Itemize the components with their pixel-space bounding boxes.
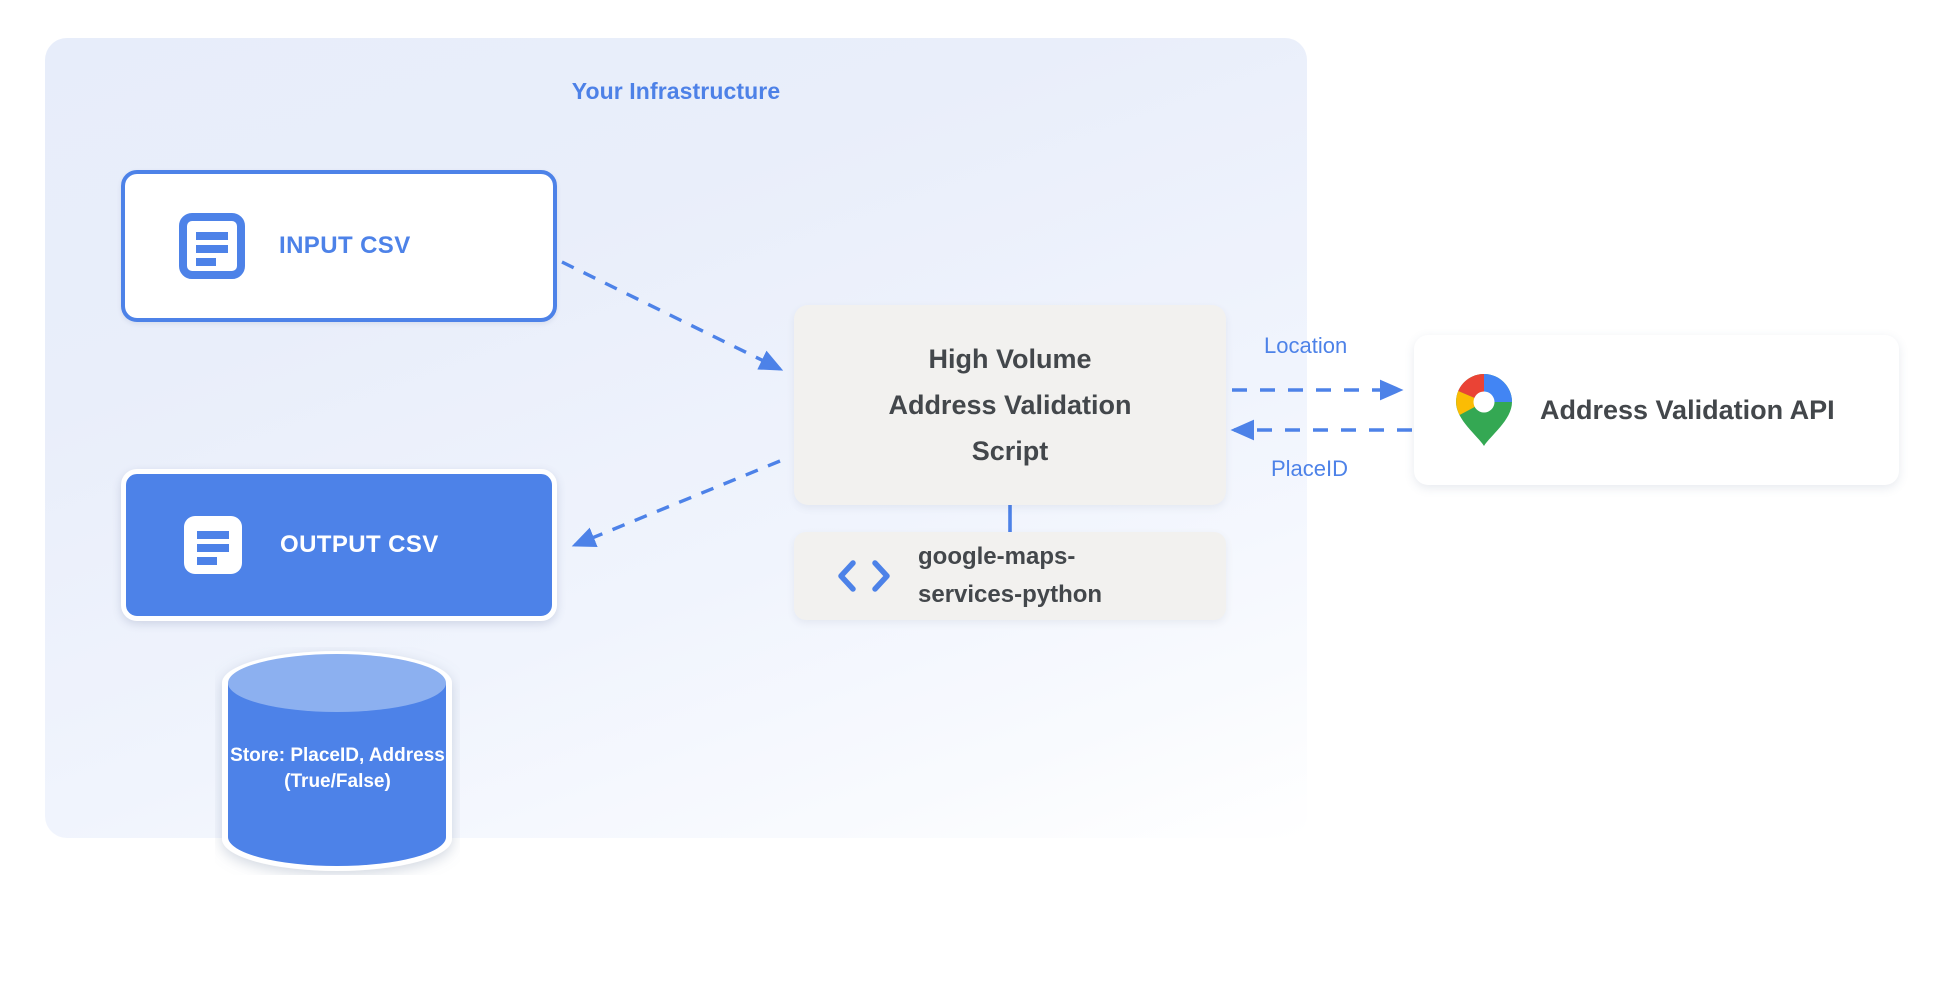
code-brackets-icon	[838, 560, 890, 592]
node-address-validation-api[interactable]: Address Validation API	[1414, 335, 1899, 485]
node-script[interactable]: High Volume Address Validation Script	[794, 305, 1226, 505]
output-csv-label: OUTPUT CSV	[280, 531, 439, 558]
node-datastore[interactable]: Store: PlaceID, Address (True/False)	[215, 647, 460, 875]
node-library[interactable]: google-maps- services-python	[794, 532, 1226, 620]
script-label: High Volume Address Validation Script	[888, 344, 1132, 466]
node-input-csv[interactable]: INPUT CSV	[121, 170, 557, 322]
google-maps-pin-icon	[1456, 373, 1512, 446]
infrastructure-panel-title: Your Infrastructure	[571, 78, 781, 104]
library-label: google-maps- services-python	[918, 543, 1103, 608]
database-cylinder-icon	[222, 651, 452, 871]
node-output-csv[interactable]: OUTPUT CSV	[121, 469, 557, 621]
input-csv-label: INPUT CSV	[279, 232, 411, 259]
edge-label-placeid: PlaceID	[1271, 456, 1349, 481]
document-icon	[184, 516, 242, 574]
edge-label-location: Location	[1264, 333, 1348, 358]
document-icon	[179, 213, 245, 279]
api-label: Address Validation API	[1540, 394, 1835, 425]
